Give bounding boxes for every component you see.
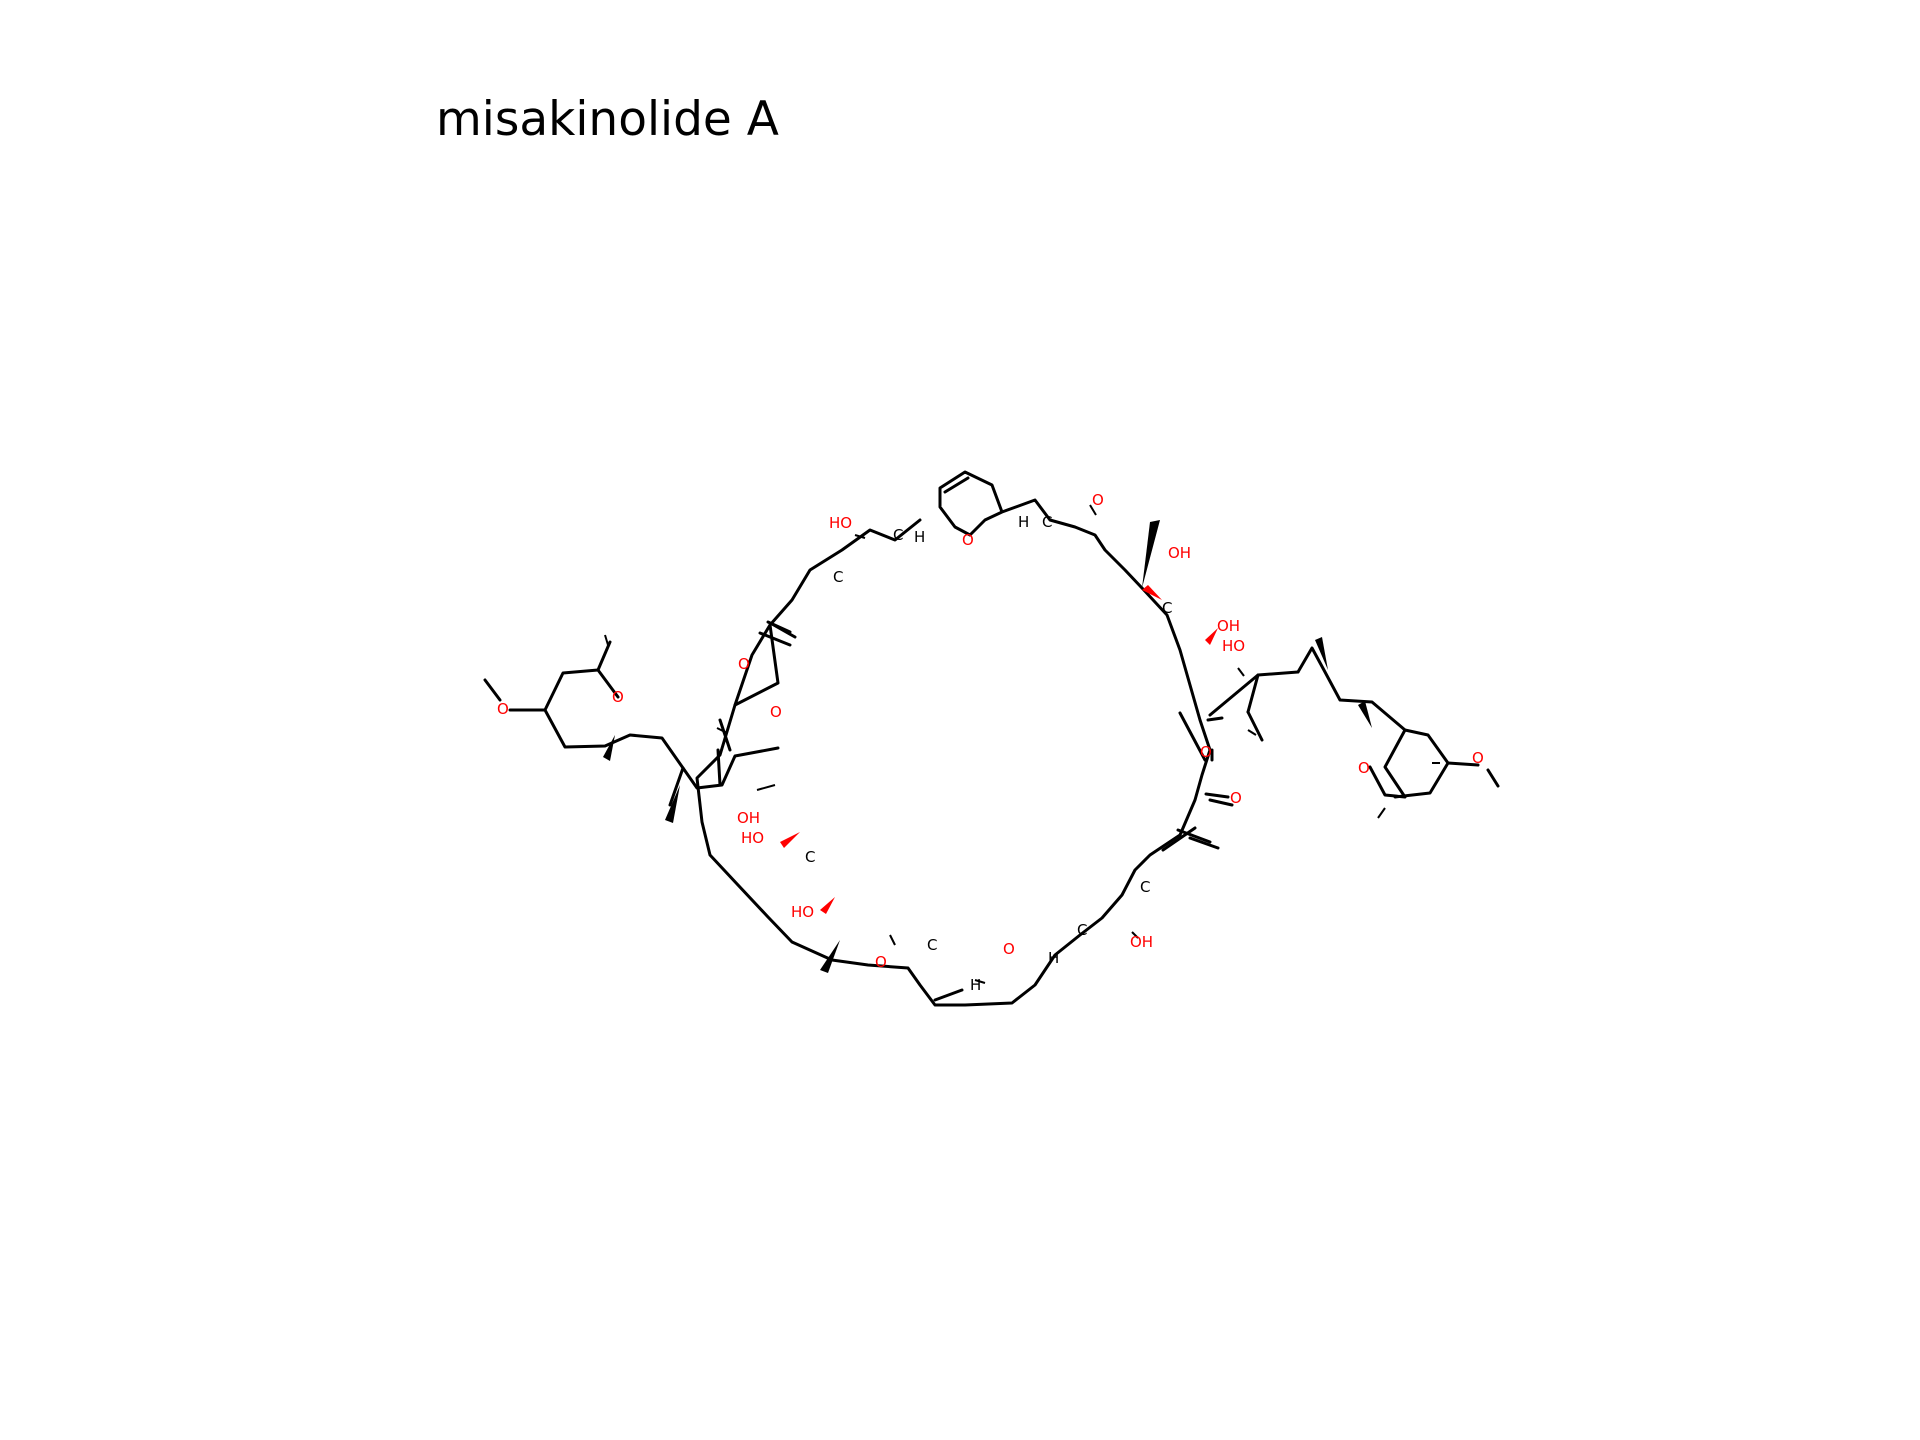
- label-h-bottom-right: H: [1048, 949, 1059, 967]
- molecule-title: misakinolide A: [436, 92, 779, 147]
- label-c-bottom-1: C: [927, 936, 937, 954]
- label-oh-top-right-1: OH: [1168, 544, 1191, 562]
- label-c-right-1: C: [1162, 599, 1172, 617]
- label-h-bottom-left: H: [970, 976, 981, 994]
- methyl-wedge-right: [1315, 637, 1328, 670]
- chain-wedge-left: [603, 735, 615, 761]
- label-o-methoxy-left: O: [497, 700, 509, 718]
- label-c-left-1: C: [805, 848, 815, 866]
- hashed-bonds: [520, 504, 1440, 984]
- label-o-methoxy-right: O: [1472, 749, 1484, 767]
- label-c-top-left-2: C: [833, 568, 843, 586]
- label-o-ring-top: O: [962, 531, 974, 549]
- label-oh-left-chain: OH: [737, 809, 760, 827]
- label-c-top-left-1: C: [893, 526, 903, 544]
- chain-wedge-right: [1358, 701, 1372, 728]
- label-c-bottom-right-1: C: [1077, 921, 1087, 939]
- label-ho-left-2: HO: [791, 903, 814, 921]
- label-ho-right-chain: HO: [1222, 637, 1245, 655]
- label-c-top-right-1: C: [1042, 513, 1052, 531]
- label-ho-left-1: HO: [741, 829, 764, 847]
- atom-labels: O O O O O O O O O O O O HO OH OH HO OH H…: [497, 491, 1484, 994]
- label-oh-top-right-2: OH: [1217, 617, 1240, 635]
- methyl-wedge-bottom: [820, 940, 840, 973]
- label-c-bottom-right-2: C: [1140, 878, 1150, 896]
- label-oh-bottom-right: OH: [1130, 933, 1153, 951]
- oh-wedge-right: [1205, 628, 1218, 645]
- methyl-wedge-left: [665, 785, 680, 823]
- label-o-ring-bottom: O: [1003, 940, 1015, 958]
- label-o-ester-right: O: [1200, 743, 1212, 761]
- label-h-top-right: H: [1018, 513, 1029, 531]
- label-o-thp-right: O: [1358, 759, 1370, 777]
- methyl-wedge-top-right: [1142, 520, 1160, 588]
- label-o-thp-left: O: [612, 688, 624, 706]
- macrocycle-bonds: [695, 470, 1234, 1007]
- label-h-top-left: H: [914, 528, 925, 546]
- oh-wedge-top-right: [1142, 585, 1162, 600]
- oh-wedge-left: [780, 832, 800, 848]
- label-o-methoxy-bottom: O: [875, 953, 887, 971]
- label-o-carbonyl-left: O: [738, 655, 750, 673]
- label-o-carbonyl-right: O: [1230, 789, 1242, 807]
- label-o-methoxy-top: O: [1092, 491, 1104, 509]
- right-side-chain: [1208, 646, 1500, 799]
- left-side-chain: [483, 640, 780, 807]
- label-ho-top-left: HO: [829, 514, 852, 532]
- oh-wedge-left-2: [820, 897, 835, 914]
- label-o-ester-left: O: [770, 703, 782, 721]
